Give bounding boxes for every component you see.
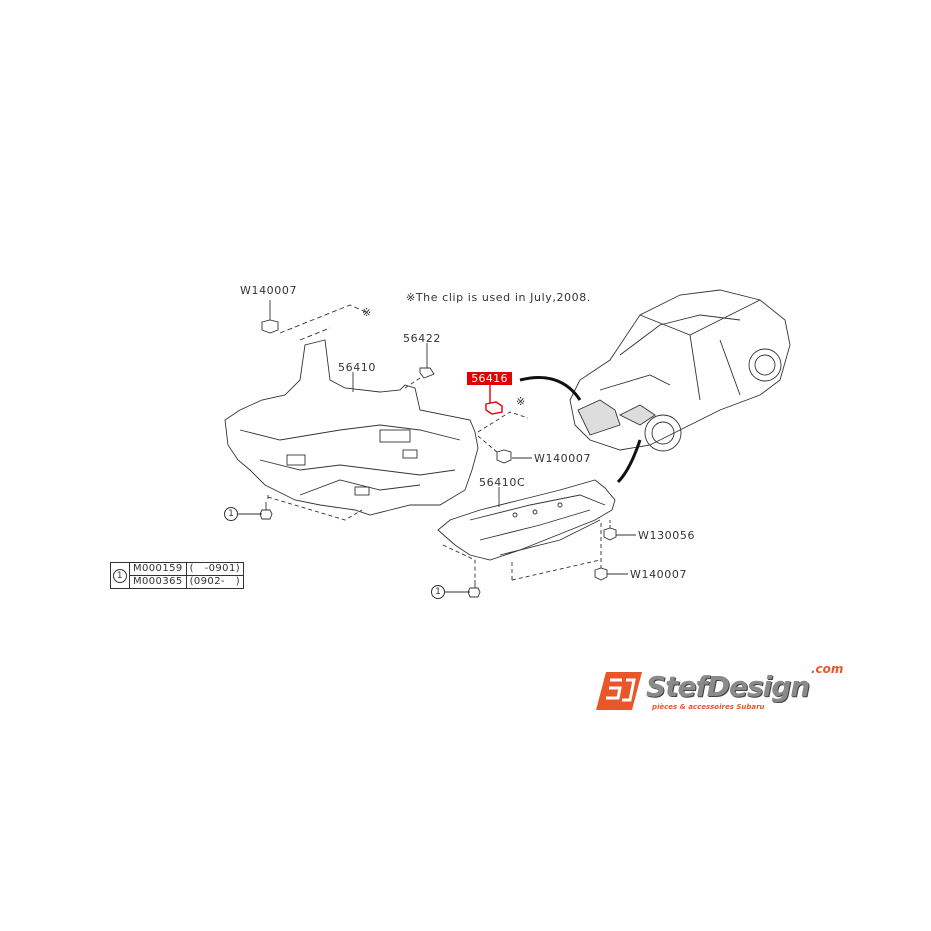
fastener-w140007-mid-icon: [496, 449, 512, 464]
clip-56422-icon: [419, 367, 435, 379]
part-label-w140007-bottom[interactable]: W140007: [630, 568, 688, 581]
arrow-to-rear-icon: [616, 439, 642, 484]
sd-logo-mark-icon: [596, 672, 642, 710]
part-label-56422[interactable]: 56422: [403, 332, 441, 345]
arrow-to-front-icon: [519, 376, 582, 401]
asterisk-marker-top: ※: [362, 306, 372, 319]
logo-name: StefDesign: [646, 670, 810, 703]
part-label-56410C[interactable]: 56410C: [479, 476, 526, 489]
part-label-56416-highlighted[interactable]: 56416: [467, 372, 512, 385]
bolt-ref1-left-icon: [259, 509, 273, 520]
stefdesign-logo[interactable]: StefDesign .com pièces & accessoires Sub…: [596, 662, 856, 718]
bolt-ref1-right-icon: [467, 587, 481, 598]
reference-table-part[interactable]: M000159: [129, 562, 187, 576]
under-cover-56410-shape: [224, 339, 479, 516]
part-label-w140007-mid[interactable]: W140007: [534, 452, 592, 465]
ref-circle-1-right[interactable]: 1: [431, 585, 445, 599]
logo-tagline: pièces & accessoires Subaru: [652, 703, 765, 711]
under-cover-56410C-shape: [437, 479, 616, 561]
ref-circle-1-left[interactable]: 1: [224, 507, 238, 521]
fastener-w130056-icon: [603, 527, 617, 541]
fastener-w140007-top-icon: [261, 319, 279, 334]
part-label-56410[interactable]: 56410: [338, 361, 376, 374]
part-label-w130056[interactable]: W130056: [638, 529, 696, 542]
logo-domain: .com: [811, 662, 844, 676]
reference-table-ref: 1: [110, 562, 130, 589]
asterisk-marker-mid: ※: [516, 395, 526, 408]
reference-table-range: (0902- ): [185, 575, 245, 589]
clip-56416-icon: [485, 401, 503, 415]
reference-table-part[interactable]: M000365: [129, 575, 187, 589]
car-illustration: [569, 289, 791, 452]
clip-note: ※The clip is used in July,2008.: [406, 291, 591, 304]
reference-table-range: ( -0901): [185, 562, 245, 576]
reference-table: 1 M000159 ( -0901) M000365 (0902- ): [110, 562, 245, 589]
part-label-w140007-top[interactable]: W140007: [240, 284, 298, 297]
fastener-w140007-bottom-icon: [594, 567, 608, 581]
